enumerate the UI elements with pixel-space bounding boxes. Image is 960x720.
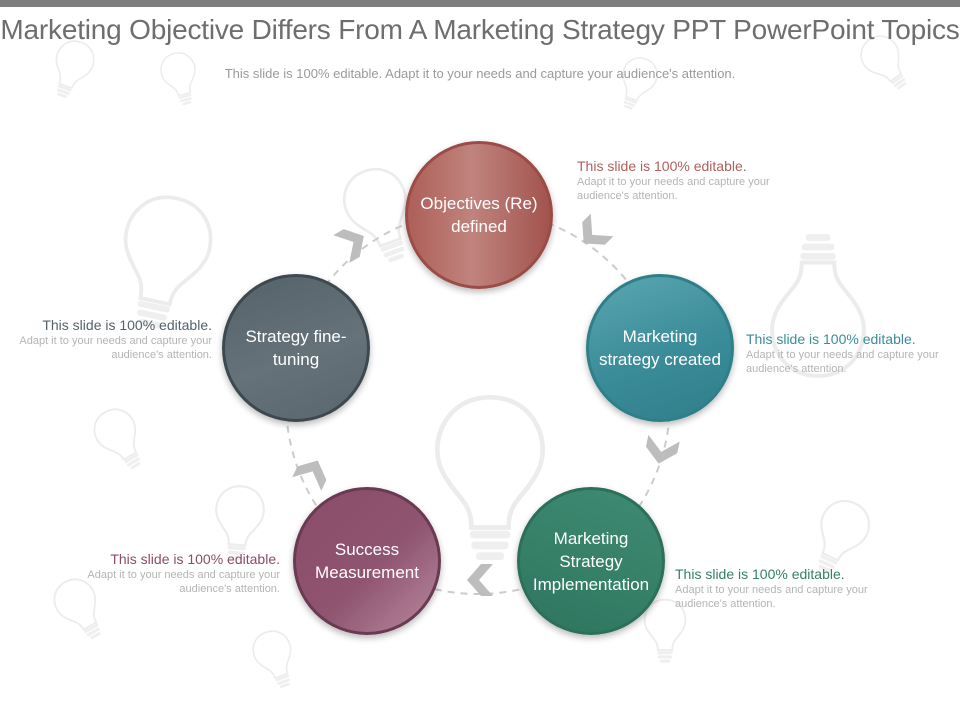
note-body: Adapt it to your needs and capture your … bbox=[675, 584, 868, 610]
note-implementation: This slide is 100% editable. Adapt it to… bbox=[675, 566, 880, 611]
chevron-arrow-icon bbox=[333, 229, 364, 263]
note-body: Adapt it to your needs and capture your … bbox=[87, 569, 280, 595]
node-label: Objectives (Re) defined bbox=[420, 194, 538, 236]
note-strategy-created: This slide is 100% editable. Adapt it to… bbox=[746, 331, 951, 376]
node-label: Success Measurement bbox=[315, 540, 419, 582]
node-objectives-redefined[interactable]: Objectives (Re) defined bbox=[405, 141, 553, 289]
note-heading: This slide is 100% editable. bbox=[746, 331, 916, 347]
node-marketing-strategy-implementation[interactable]: Marketing Strategy Implementation bbox=[517, 487, 665, 635]
chevron-arrow-icon bbox=[645, 434, 680, 464]
note-heading: This slide is 100% editable. bbox=[577, 158, 747, 174]
note-body: Adapt it to your needs and capture your … bbox=[746, 349, 939, 375]
note-objectives: This slide is 100% editable. Adapt it to… bbox=[577, 158, 782, 203]
light-bulb-icon bbox=[247, 625, 304, 694]
node-label: Strategy fine-tuning bbox=[245, 327, 347, 369]
node-success-measurement[interactable]: Success Measurement bbox=[293, 487, 441, 635]
light-bulb-icon bbox=[611, 52, 663, 115]
note-heading: This slide is 100% editable. bbox=[110, 551, 280, 567]
node-label: Marketing Strategy Implementation bbox=[532, 528, 650, 594]
chevron-arrow-icon bbox=[467, 564, 493, 596]
chevron-arrow-icon bbox=[582, 213, 614, 245]
note-body: Adapt it to your needs and capture your … bbox=[19, 335, 212, 361]
top-bar bbox=[0, 0, 960, 7]
chevron-arrow-icon bbox=[292, 460, 327, 491]
light-bulb-icon bbox=[210, 483, 267, 563]
light-bulb-icon bbox=[106, 187, 221, 338]
node-label: Marketing strategy created bbox=[599, 327, 721, 369]
note-body: Adapt it to your needs and capture your … bbox=[577, 176, 770, 202]
page-subtitle: This slide is 100% editable. Adapt it to… bbox=[224, 66, 736, 81]
note-measurement: This slide is 100% editable. Adapt it to… bbox=[80, 551, 280, 596]
note-heading: This slide is 100% editable. bbox=[42, 317, 212, 333]
node-marketing-strategy-created[interactable]: Marketing strategy created bbox=[586, 274, 734, 422]
page-title: Marketing Objective Differs From A Marke… bbox=[0, 14, 960, 45]
node-strategy-fine-tuning[interactable]: Strategy fine-tuning bbox=[222, 274, 370, 422]
light-bulb-icon bbox=[86, 401, 155, 478]
note-heading: This slide is 100% editable. bbox=[675, 566, 845, 582]
note-fine-tuning: This slide is 100% editable. Adapt it to… bbox=[12, 317, 212, 362]
